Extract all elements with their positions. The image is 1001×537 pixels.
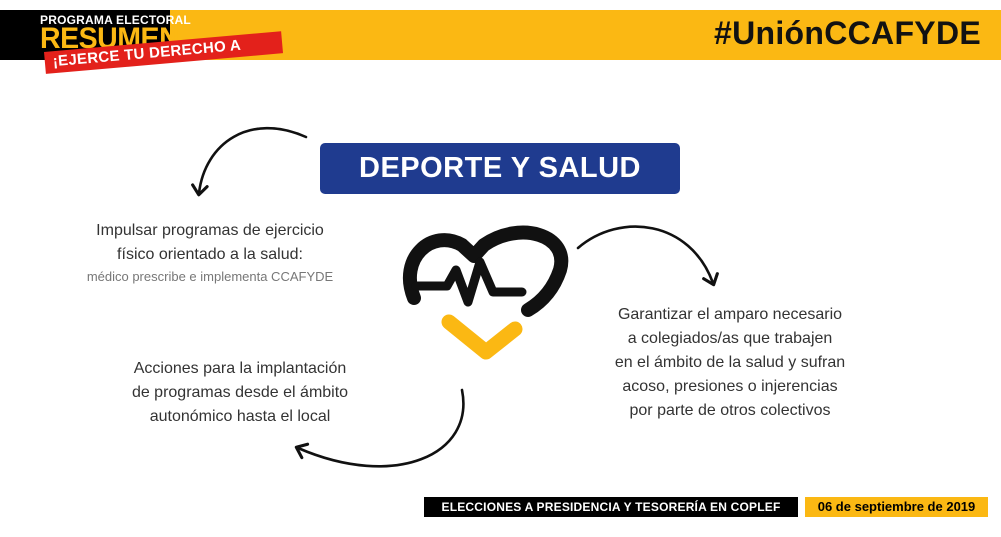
point-3-line-1: Garantizar el amparo necesario: [617, 306, 843, 323]
footer-event-text: ELECCIONES A PRESIDENCIA Y TESORERÍA EN …: [441, 500, 781, 534]
page-title: DEPORTE Y SALUD: [359, 152, 641, 184]
footer-event-label: ELECCIONES A PRESIDENCIA Y TESORERÍA EN …: [424, 497, 798, 534]
point-1-line-1: Impulsar programas de ejercicio: [96, 222, 324, 239]
footer-date-label: 06 de septiembre de 2019: [805, 497, 988, 517]
point-exercise-programs: Impulsar programas de ejercicio físico o…: [40, 219, 380, 287]
illustration: [191, 126, 719, 468]
point-1-detail: médico prescribe e implementa CCAFYDE: [86, 269, 334, 284]
point-3-line-2: a colegiados/as que trabajen: [627, 330, 833, 347]
footer-date-text: 06 de septiembre de 2019: [817, 499, 976, 514]
curved-arrow-icon: [191, 126, 308, 197]
point-3-line-3: en el ámbito de la salud y sufran: [614, 354, 846, 371]
hashtag: #UniónCCAFYDE: [713, 15, 981, 51]
program-label: PROGRAMA ELECTORAL: [40, 13, 191, 27]
point-3-line-4: acoso, presiones o injerencias: [622, 378, 838, 395]
curved-arrow-icon: [294, 388, 465, 468]
curved-arrow-icon: [576, 225, 719, 287]
point-implementation: Acciones para la implantación de program…: [90, 357, 390, 429]
heart-pulse-icon: [402, 225, 569, 360]
title-box: DEPORTE Y SALUD: [320, 143, 680, 194]
point-1-line-2: físico orientado a la salud:: [117, 246, 303, 263]
point-2-line-1: Acciones para la implantación: [133, 360, 347, 377]
point-3-line-5: por parte de otros colectivos: [629, 402, 831, 419]
point-2-line-3: autonómico hasta el local: [149, 408, 331, 425]
point-2-line-2: de programas desde el ámbito: [131, 384, 349, 401]
point-protection: Garantizar el amparo necesario a colegia…: [575, 303, 885, 423]
